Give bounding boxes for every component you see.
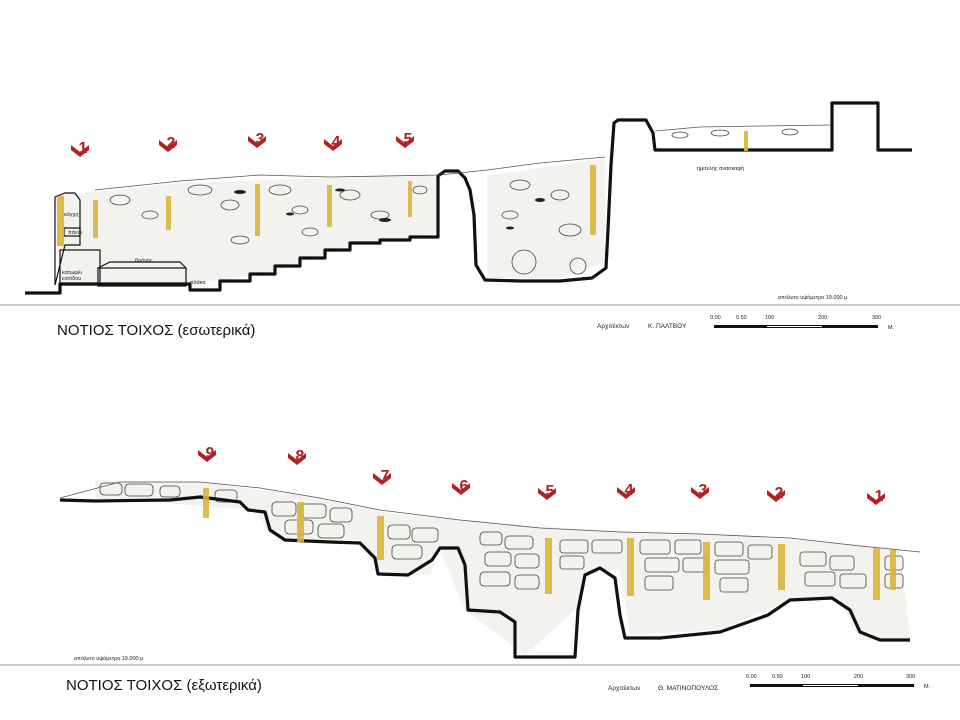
post-markers: [203, 488, 896, 600]
scale-tick: 0.00: [746, 674, 757, 680]
stone-texture: [109, 128, 799, 275]
architect-name: Θ. ΜΑΤΙΝΟΠΟΥΛΟΣ: [658, 685, 719, 692]
scale-tick: 100: [801, 674, 811, 680]
chevron-down-icon: [373, 473, 391, 485]
label-slab: πλάκα: [190, 280, 206, 286]
chevron-down-icon: [617, 487, 635, 499]
marker-number: 1: [78, 140, 88, 157]
label-throne: θρόνος: [135, 258, 153, 264]
niche-structure: [54, 192, 187, 287]
south-wall-exterior-panel: 9 8 7 6 5 4 3 2 1 απόλυτο υψόμετρο 19.00…: [0, 360, 960, 720]
marker-number: 2: [166, 135, 176, 152]
scale-segment: [858, 684, 914, 687]
panel-caption: ΝΟΤΙΟΣ ΤΟΙΧΟΣ (εξωτερικά): [66, 677, 262, 694]
marker-number: 3: [255, 131, 265, 148]
wall-top-line: [94, 124, 831, 191]
post-markers: [57, 131, 748, 246]
dark-patches: [234, 188, 545, 230]
marker-7: 7: [372, 468, 398, 486]
marker-2: 2: [766, 485, 792, 503]
marker-4: 4: [323, 134, 349, 152]
marker-2: 2: [158, 135, 184, 153]
label-threshold: κατωφλι εισόδου: [62, 270, 82, 282]
marker-3: 3: [690, 482, 716, 500]
chevron-down-icon: [248, 136, 266, 148]
chevron-down-icon: [767, 490, 785, 502]
marker-number: 5: [545, 483, 555, 500]
marker-number: 8: [295, 448, 305, 465]
marker-6: 6: [451, 478, 477, 496]
scale-unit: Μ.: [924, 684, 931, 690]
marker-number: 2: [774, 485, 784, 502]
wall-fill: [95, 480, 910, 655]
scale-unit: Μ.: [888, 325, 895, 331]
wall-top-line: [59, 481, 921, 553]
scale-tick: 0.50: [772, 674, 783, 680]
marker-number: 1: [874, 488, 884, 505]
marker-number: 6: [459, 478, 469, 495]
marker-1: 1: [866, 488, 892, 506]
chevron-down-icon: [867, 493, 885, 505]
absolute-height-label: απόλυτο υψόμετρο 19.000 μ: [778, 295, 848, 301]
wall-outline: [25, 101, 912, 295]
scale-segment: [822, 325, 878, 328]
chevron-down-icon: [288, 453, 306, 465]
marker-9: 9: [197, 445, 223, 463]
panel-caption: ΝΟΤΙΟΣ ΤΟΙΧΟΣ (εσωτερικά): [57, 322, 256, 339]
chevron-down-icon: [198, 450, 216, 462]
chevron-down-icon: [452, 483, 470, 495]
architect-label: Αρχιτέκτων: [597, 323, 630, 330]
scale-tick: 300: [872, 315, 882, 321]
scale-tick: 0.00: [710, 315, 721, 321]
scale-segment: [802, 684, 860, 687]
scale-tick: 200: [854, 674, 864, 680]
marker-5: 5: [537, 483, 563, 501]
chamber-fill: [487, 158, 605, 278]
scale-segment: [766, 325, 824, 328]
marker-number: 9: [205, 445, 215, 462]
chevron-down-icon: [71, 145, 89, 157]
chevron-down-icon: [159, 140, 177, 152]
scale-tick: 300: [906, 674, 916, 680]
scale-segment: [750, 684, 802, 687]
chevron-down-icon: [324, 139, 342, 151]
architect-label: Αρχιτέκτων: [608, 685, 641, 692]
marker-number: 4: [624, 482, 634, 499]
south-wall-interior-panel: 1 2 3 4 5 κόγχη πάνω θρόνος κατωφλι εισό…: [0, 101, 960, 339]
marker-number: 4: [331, 134, 341, 151]
marker-5: 5: [395, 131, 421, 149]
label-unfinished-excavation: ημιτελής ανασκαφή: [697, 166, 745, 172]
absolute-height-label: απόλυτο υψόμετρο 19.000 μ: [74, 656, 144, 662]
marker-number: 3: [698, 482, 708, 499]
south-wall-exterior-drawing: [0, 480, 960, 666]
marker-4: 4: [616, 482, 642, 500]
label-upper: πάνω: [68, 230, 82, 236]
marker-8: 8: [287, 448, 313, 466]
label-niche: κόγχη: [64, 212, 79, 218]
scale-bar: 0.00 0.50 100 200 300 Μ.: [710, 315, 910, 335]
wall-fill: [55, 176, 440, 285]
wall-outline: [59, 495, 910, 659]
scale-tick: 0.50: [736, 315, 747, 321]
marker-number: 5: [403, 131, 413, 148]
architect-name: Κ. ΠΑΛΤΒΟΥ: [648, 323, 687, 330]
scale-segment: [714, 325, 766, 328]
marker-number: 7: [380, 468, 390, 485]
chevron-down-icon: [538, 488, 556, 500]
scale-bar: 0.00 0.50 100 200 300 Μ.: [746, 674, 946, 694]
chevron-down-icon: [396, 136, 414, 148]
scale-tick: 100: [765, 315, 775, 321]
marker-3: 3: [247, 131, 273, 149]
south-wall-interior-drawing: [0, 101, 960, 306]
chevron-down-icon: [691, 487, 709, 499]
marker-1: 1: [70, 140, 96, 158]
masonry-texture: [99, 482, 904, 593]
scale-tick: 200: [818, 315, 828, 321]
